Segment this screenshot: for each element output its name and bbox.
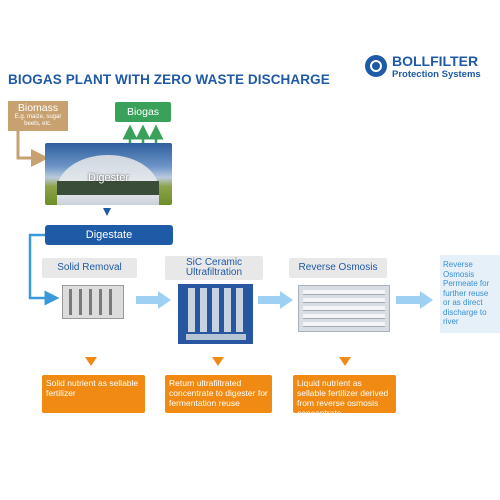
biomass-sublabel: E.g. maize, sugar beets, etc.	[8, 114, 68, 128]
biomass-box: Biomass E.g. maize, sugar beets, etc.	[8, 101, 68, 131]
digester-photo: Digester	[45, 143, 172, 205]
sic-ultrafiltration-machine	[178, 284, 253, 344]
reverse-osmosis-label: Reverse Osmosis	[289, 258, 387, 278]
flow-arrow-3	[396, 291, 433, 309]
solid-removal-machine	[62, 285, 124, 319]
digester-down-arrow	[103, 208, 111, 216]
down-arrow-ro	[339, 357, 351, 366]
biogas-box: Biogas	[115, 102, 171, 122]
biomass-label: Biomass	[8, 102, 68, 114]
down-arrow-solid	[85, 357, 97, 366]
liquid-nutrient-output: Liquid nutrient as sellable fertilizer d…	[293, 375, 396, 413]
digestate-box: Digestate	[45, 225, 173, 245]
concentrate-return-output: Return ultrafiltrated concentrate to dig…	[165, 375, 272, 413]
solid-removal-label: Solid Removal	[42, 258, 137, 278]
flow-arrow-2	[258, 291, 293, 309]
reverse-osmosis-machine	[298, 285, 390, 332]
permeate-box: Reverse Osmosis Permeate for further reu…	[440, 255, 500, 333]
biomass-arrow	[18, 131, 40, 158]
solid-nutrient-output: Solid nutrient as sellable fertilizer	[42, 375, 145, 413]
down-arrow-sic	[212, 357, 224, 366]
digester-label: Digester	[45, 172, 172, 184]
flow-arrow-1	[136, 291, 171, 309]
sic-ultrafiltration-label: SiC Ceramic Ultrafiltration	[165, 256, 263, 280]
